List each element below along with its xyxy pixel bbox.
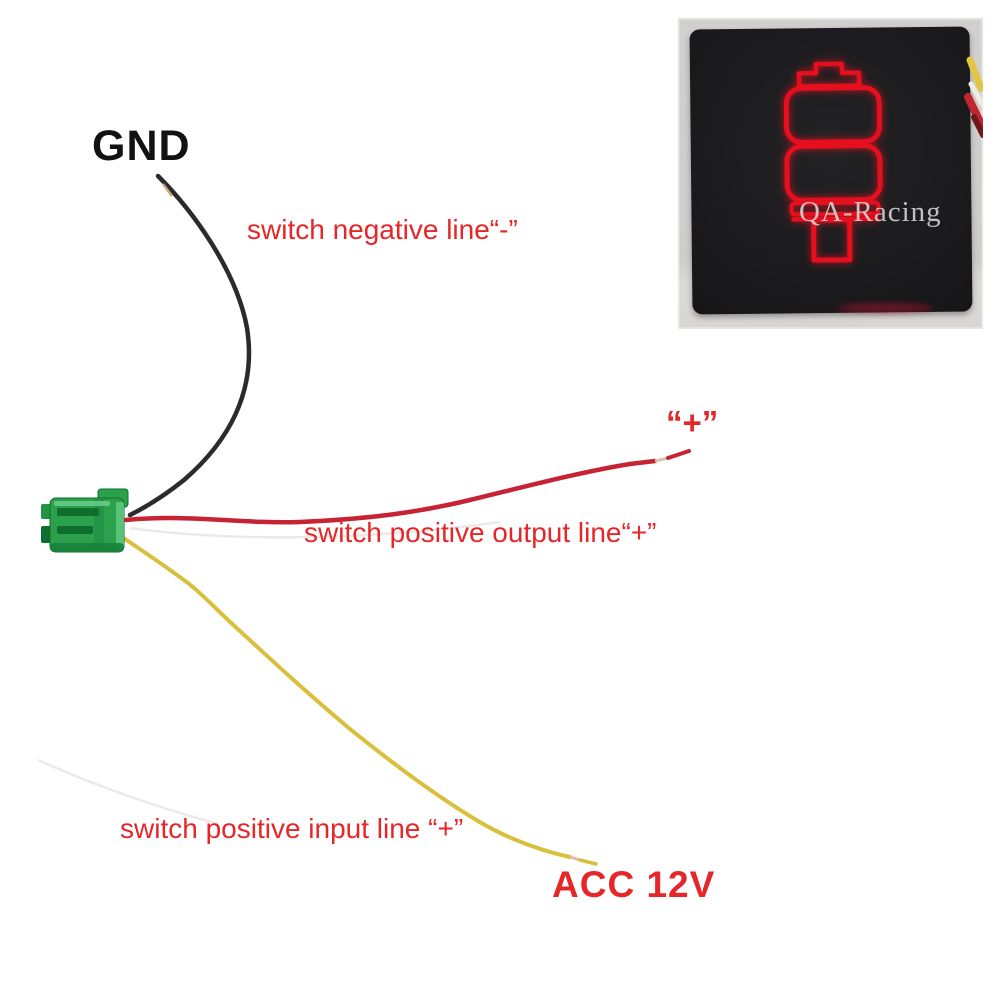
acc-12v-label: ACC 12V: [552, 864, 716, 905]
red-positive-output-wire: [123, 458, 658, 525]
positive-output-label: switch positive output line“+”: [304, 517, 657, 548]
negative-line-label: switch negative line“-”: [247, 214, 518, 245]
connector-highlight: [54, 501, 110, 506]
watermark-text: QA-Racing: [799, 196, 942, 228]
switch-button-face: [689, 26, 973, 315]
connector-groove: [94, 499, 104, 551]
black-negative-wire: [127, 173, 252, 518]
connector-right-lip: [116, 502, 124, 548]
icon-lower-chamber: [784, 143, 883, 203]
red-wire-tip: [666, 449, 691, 460]
photo-yellow-wire-stub: [966, 56, 983, 92]
connector-slot-top: [57, 508, 99, 516]
gnd-label: GND: [92, 122, 191, 170]
yellow-wire-tip: [578, 858, 598, 866]
black-wire-stripped-tip: [162, 183, 173, 197]
connector-bottom-shade: [50, 543, 124, 552]
positive-input-label: switch positive input line “+”: [120, 813, 464, 844]
faint-white-wire: [129, 520, 501, 539]
icon-cap: [796, 61, 862, 89]
photo-red-wire-stub: [964, 93, 983, 130]
connector-slot-bottom: [57, 526, 93, 534]
green-connector: [41, 488, 129, 553]
icon-base-bar: [789, 200, 881, 217]
faint-white-wire-lower: [37, 758, 219, 826]
plus-label: “+”: [666, 404, 719, 441]
photo-white-wire-stub: [968, 81, 983, 107]
icon-stem: [811, 217, 853, 263]
button-red-glow-reflection: [837, 303, 933, 313]
icon-upper-chamber: [783, 85, 883, 145]
red-wire-stripped-section: [654, 456, 669, 463]
switch-product-photo: QA-Racing: [678, 18, 983, 329]
photo-darkred-wire-stub: [971, 114, 983, 138]
photo-wire-stubs: [837, 56, 983, 313]
yellow-positive-input-wire: [114, 531, 572, 859]
air-suspension-switch-symbol-icon: [783, 61, 883, 263]
